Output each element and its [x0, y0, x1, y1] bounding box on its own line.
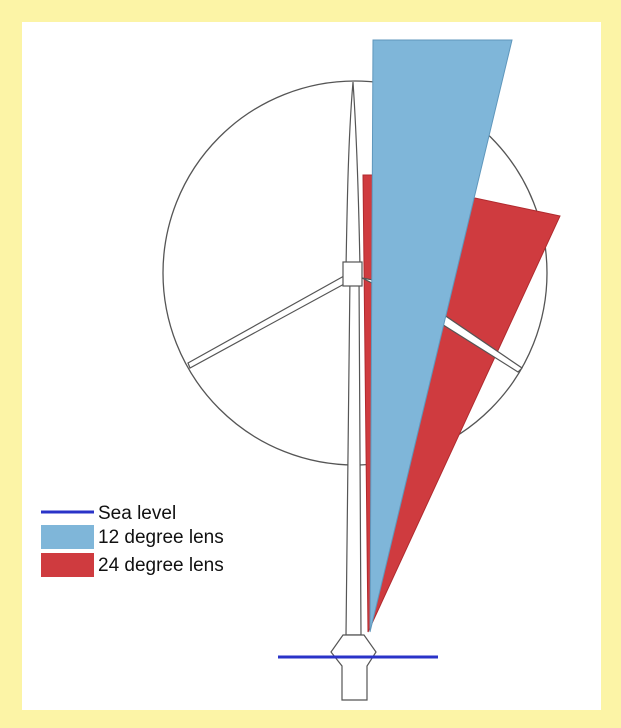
legend: Sea level 12 degree lens 24 degree lens: [41, 503, 224, 577]
turbine: [187, 81, 523, 701]
legend-lens24-swatch: [41, 553, 94, 577]
legend-sea-level-label: Sea level: [98, 503, 176, 524]
legend-lens12-swatch: [41, 525, 94, 549]
legend-lens24-label: 24 degree lens: [98, 555, 224, 576]
turbine-hub: [342, 261, 363, 287]
turbine-blade-left: [187, 275, 347, 369]
turbine-lens-diagram: Sea level 12 degree lens 24 degree lens: [41, 39, 561, 701]
diagram-panel: Sea level 12 degree lens 24 degree lens: [22, 22, 601, 710]
legend-lens12-label: 12 degree lens: [98, 527, 224, 548]
turbine-blade-upper: [345, 81, 361, 269]
turbine-tower: [345, 274, 362, 636]
turbine-foundation: [330, 634, 377, 701]
lens-12-field: [369, 39, 513, 633]
